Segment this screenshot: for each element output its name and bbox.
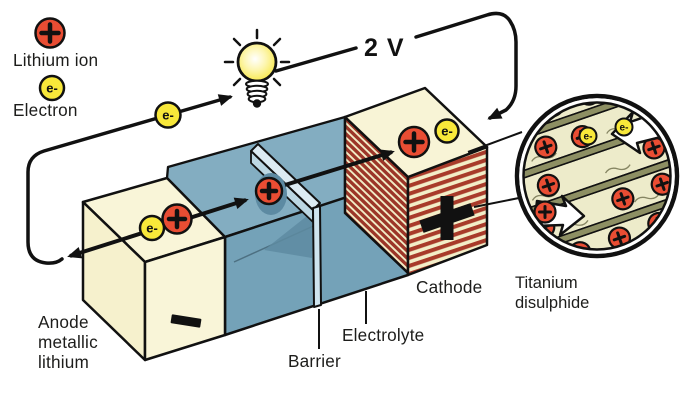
cathode-label: Cathode bbox=[416, 277, 482, 297]
light-bulb bbox=[223, 28, 291, 108]
legend-lithium-ion-label: Lithium ion bbox=[13, 50, 98, 70]
external-circuit: e- 2 V bbox=[26, 11, 518, 265]
cathode-plus-terminal bbox=[419, 196, 475, 240]
anode-minus-terminal bbox=[170, 314, 202, 328]
intercalating-lithium-ion bbox=[533, 200, 557, 224]
legend-electron-label: Electron bbox=[13, 100, 78, 120]
bulb-base-tip bbox=[252, 99, 262, 108]
anode-label-line1: Anode bbox=[38, 312, 89, 332]
labels: Anode metallic lithium Barrier Electroly… bbox=[38, 274, 589, 372]
svg-text:e-: e- bbox=[441, 124, 453, 139]
svg-text:e-: e- bbox=[620, 123, 629, 134]
lithium-ion-flow-arrow bbox=[284, 149, 395, 187]
barrier-label: Barrier bbox=[288, 351, 341, 371]
legend-electron-icon: e- bbox=[38, 74, 66, 102]
bulb-rays bbox=[223, 28, 291, 87]
wire-electron: e- bbox=[154, 101, 182, 129]
magnifier-callout: e- e- bbox=[467, 93, 680, 259]
magnifier-ring-gap bbox=[519, 98, 675, 254]
voltage-label: 2 V bbox=[364, 34, 405, 62]
anode-label-line3: lithium bbox=[38, 352, 89, 372]
svg-text:e-: e- bbox=[162, 108, 174, 123]
cathode-electron: e- bbox=[434, 118, 460, 144]
tis2-electron-2: e- bbox=[614, 117, 634, 137]
titanium-disulphide-label-line2: disulphide bbox=[515, 294, 589, 312]
cathode-box: e- bbox=[343, 86, 489, 277]
circuit-wire-left bbox=[26, 94, 233, 265]
circuit-wire-right bbox=[274, 46, 358, 73]
electrolyte-label: Electrolyte bbox=[342, 325, 424, 345]
migrating-lithium-ion bbox=[254, 173, 287, 215]
legend-lithium-ion-icon bbox=[34, 17, 66, 49]
lithium-ion bbox=[254, 176, 284, 206]
tis2-electron-1: e- bbox=[578, 126, 598, 146]
cathode-left-face bbox=[345, 117, 408, 273]
svg-text:e-: e- bbox=[146, 221, 158, 236]
svg-text:e-: e- bbox=[584, 132, 593, 143]
bulb-screw-base bbox=[245, 79, 269, 104]
legend: Lithium ion e- Electron bbox=[13, 17, 98, 120]
circuit-wire-return bbox=[414, 11, 518, 120]
svg-text:e-: e- bbox=[46, 81, 58, 96]
bulb-glass bbox=[236, 41, 278, 83]
tis2-layers bbox=[524, 103, 670, 249]
barrier-shadow bbox=[264, 212, 312, 258]
magnifier-inner-ring bbox=[522, 101, 672, 251]
anode-electron: e- bbox=[138, 214, 166, 242]
magnifier-outer-ring bbox=[514, 93, 680, 259]
anode-lithium-ion bbox=[161, 203, 193, 235]
barrier-top-edge bbox=[250, 143, 321, 211]
titanium-disulphide-label-line1: Titanium bbox=[515, 274, 578, 292]
barrier-front-edge bbox=[312, 205, 322, 308]
magnifier-wedge-line-bottom bbox=[473, 196, 525, 208]
magnifier-wedge-line-top bbox=[467, 131, 523, 153]
cathode-lithium-ion bbox=[397, 125, 431, 159]
anode-label-line2: metallic bbox=[38, 332, 98, 352]
